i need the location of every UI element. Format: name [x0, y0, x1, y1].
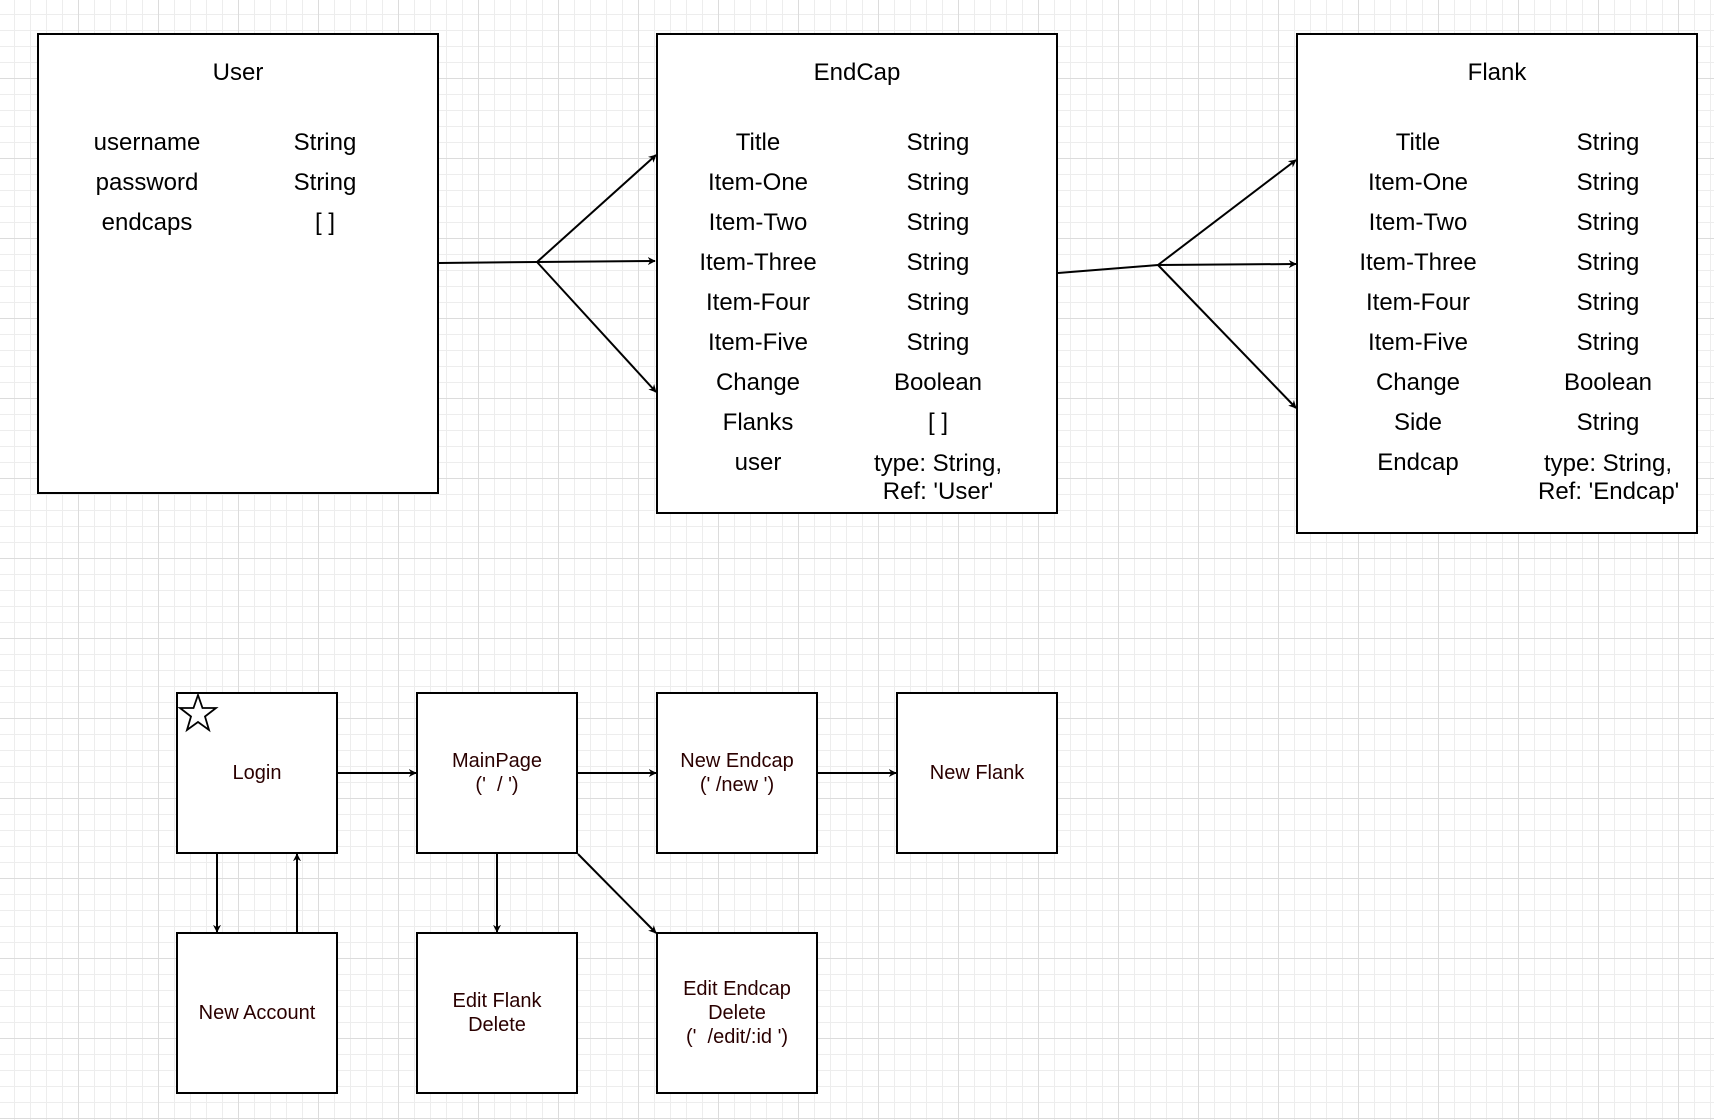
field-type: String	[906, 329, 970, 356]
field-name: Flanks	[722, 409, 794, 436]
field-name: Title	[1395, 129, 1441, 156]
user-entity-fields: username String password String endcaps …	[39, 123, 437, 243]
field-type: String	[1576, 289, 1640, 316]
field-type: String	[906, 169, 970, 196]
field-type: String	[1576, 409, 1640, 436]
field-name: Change	[1375, 369, 1461, 396]
endcap-flank-arrow-mid	[1157, 260, 1297, 269]
new-flank-node[interactable]: New Flank	[896, 692, 1058, 854]
flank-field-row: Item-Five String	[1298, 323, 1696, 363]
field-type: String	[1576, 249, 1640, 276]
endcap-flank-connector	[1057, 264, 1159, 274]
user-field-row: username String	[39, 123, 437, 163]
field-type: String	[293, 129, 357, 156]
field-name: Title	[735, 129, 781, 156]
endcap-field-row: Change Boolean	[658, 363, 1056, 403]
mainpage-node[interactable]: MainPage (' / ')	[416, 692, 578, 854]
endcap-field-row: user type: String, Ref: 'User'	[658, 443, 1056, 505]
new-account-node[interactable]: New Account	[176, 932, 338, 1094]
new-endcap-label: New Endcap (' /new ')	[680, 750, 794, 796]
endcap-flank-arrow-top	[1157, 159, 1297, 266]
field-name: Item-Two	[708, 209, 808, 236]
mainpage-to-edit-endcap-arrow	[577, 853, 657, 934]
mainpage-label: MainPage (' / ')	[451, 750, 543, 796]
field-name: Item-Four	[705, 289, 810, 316]
field-name: Item-One	[707, 169, 809, 196]
endcap-field-row: Title String	[658, 123, 1056, 163]
field-type: String	[906, 249, 970, 276]
flank-entity-title: Flank	[1467, 59, 1527, 86]
flank-field-row: Item-One String	[1298, 163, 1696, 203]
login-node[interactable]: Login	[176, 692, 338, 854]
field-name: password	[95, 169, 199, 196]
field-name: Item-Three	[699, 249, 817, 276]
field-name: Endcap	[1377, 449, 1459, 476]
endcap-field-row: Item-Five String	[658, 323, 1056, 363]
field-name: Item-Four	[1365, 289, 1470, 316]
user-entity-title: User	[212, 59, 264, 86]
endcap-field-row: Item-Four String	[658, 283, 1056, 323]
field-name: Item-One	[1367, 169, 1469, 196]
field-type: String	[906, 129, 970, 156]
endcap-flank-arrow-bottom	[1157, 264, 1297, 409]
edit-flank-node[interactable]: Edit Flank Delete	[416, 932, 578, 1094]
field-name: user	[734, 449, 782, 476]
field-type: [ ]	[314, 209, 335, 236]
flank-field-row: Item-Three String	[1298, 243, 1696, 283]
new-account-label: New Account	[198, 1002, 316, 1024]
user-endcap-connector	[438, 261, 538, 264]
flank-field-row: Title String	[1298, 123, 1696, 163]
field-name: Item-Five	[707, 329, 808, 356]
user-endcap-arrow-bottom	[536, 261, 657, 393]
endcap-field-row: Item-Two String	[658, 203, 1056, 243]
flank-field-row: Side String	[1298, 403, 1696, 443]
field-type: String	[1576, 129, 1640, 156]
new-flank-label: New Flank	[929, 762, 1025, 784]
field-type: String	[293, 169, 357, 196]
flank-field-row: Item-Two String	[1298, 203, 1696, 243]
user-entity-box[interactable]: User username String password String end…	[37, 33, 439, 494]
user-field-row: endcaps [ ]	[39, 203, 437, 243]
field-name: endcaps	[101, 209, 193, 236]
field-type: Boolean	[893, 369, 983, 396]
user-field-row: password String	[39, 163, 437, 203]
field-name: Side	[1393, 409, 1443, 436]
field-name: username	[93, 129, 201, 156]
field-name: Item-Five	[1367, 329, 1468, 356]
field-name: Item-Three	[1359, 249, 1477, 276]
field-type: String	[1576, 209, 1640, 236]
flank-field-row: Change Boolean	[1298, 363, 1696, 403]
login-label: Login	[232, 762, 282, 784]
field-type: [ ]	[927, 409, 948, 436]
user-endcap-arrow-mid	[536, 257, 656, 266]
endcap-field-row: Flanks [ ]	[658, 403, 1056, 443]
new-endcap-node[interactable]: New Endcap (' /new ')	[656, 692, 818, 854]
flank-field-row: Item-Four String	[1298, 283, 1696, 323]
field-type: String	[906, 209, 970, 236]
endcap-entity-title: EndCap	[813, 59, 901, 86]
field-type: String	[1576, 329, 1640, 356]
field-name: Item-Two	[1368, 209, 1468, 236]
field-type: Boolean	[1563, 369, 1653, 396]
edit-flank-label: Edit Flank Delete	[452, 990, 542, 1036]
endcap-field-row: Item-Three String	[658, 243, 1056, 283]
field-name: Change	[715, 369, 801, 396]
field-type: type: String, Ref: 'User'	[873, 450, 1003, 505]
edit-endcap-node[interactable]: Edit Endcap Delete (' /edit/:id ')	[656, 932, 818, 1094]
field-type: String	[1576, 169, 1640, 196]
endcap-field-row: Item-One String	[658, 163, 1056, 203]
user-endcap-arrow-top	[536, 154, 657, 263]
flank-field-row: Endcap type: String, Ref: 'Endcap'	[1298, 443, 1696, 505]
edit-endcap-label: Edit Endcap Delete (' /edit/:id ')	[683, 978, 791, 1048]
star-icon	[177, 692, 219, 733]
field-type: type: String, Ref: 'Endcap'	[1538, 450, 1680, 505]
field-type: String	[906, 289, 970, 316]
